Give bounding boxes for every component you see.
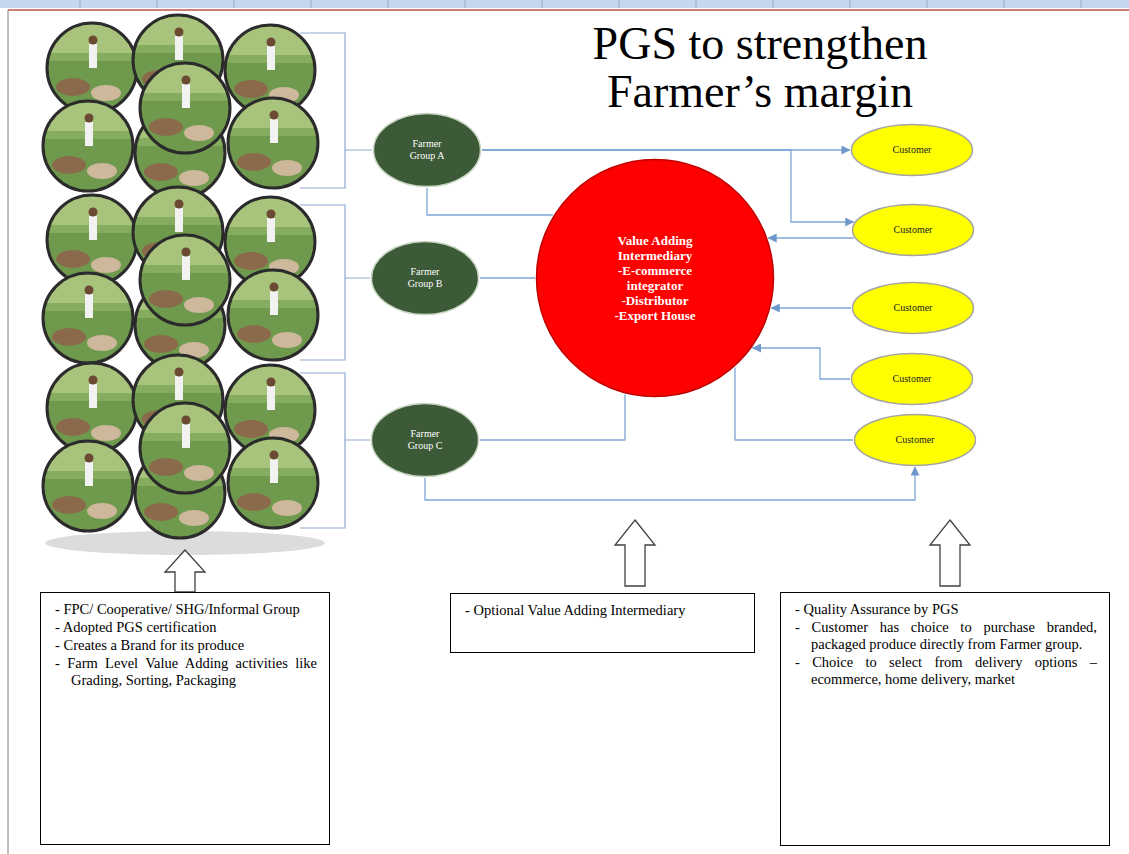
farmer-group-ellipse: Farmer Group A (372, 112, 482, 188)
farm-photo-cluster (43, 15, 318, 198)
customer-ellipse: Customer (851, 203, 975, 257)
frame-line (8, 10, 9, 854)
hollow-up-arrow (165, 520, 970, 592)
node-text: - Creates a Brand for its produce (55, 637, 317, 654)
connector (768, 237, 854, 238)
text-group: Customer (896, 434, 935, 446)
shape-fill (374, 114, 481, 187)
node-text: - Customer has choice to purchase brande… (795, 619, 1097, 653)
shape-fill (537, 160, 774, 397)
shape-fill (855, 415, 976, 466)
note-box: - Quality Assurance by PGS- Customer has… (780, 592, 1110, 846)
connector (425, 467, 915, 500)
connector (771, 307, 851, 308)
node-text: - FPC/ Cooperative/ SHG/Informal Group (55, 601, 317, 618)
node-text: -Distributor (599, 293, 711, 308)
node-text: -Export House (599, 308, 711, 323)
node-text: Customer (893, 373, 932, 385)
ruler-band (0, 0, 1129, 8)
text-group: - Quality Assurance by PGS- Customer has… (781, 593, 1109, 695)
node-text: - Farm Level Value Adding activities lik… (55, 655, 317, 689)
customer-ellipse: Customer (853, 413, 977, 467)
node-text: Customer (894, 302, 933, 314)
node-text: Farmer Group A (405, 138, 449, 162)
node-text: Farmer Group C (403, 428, 447, 452)
shape-fill (372, 404, 479, 477)
text-group: - Optional Value Adding Intermediary (451, 594, 754, 626)
shape-fill (852, 354, 973, 405)
farm-photo-cluster (43, 355, 318, 538)
text-group: Customer (894, 224, 933, 236)
text-group: Customer (893, 373, 932, 385)
text-group: - FPC/ Cooperative/ SHG/Informal Group- … (41, 593, 329, 696)
connector (480, 277, 535, 278)
frame-line (8, 9, 1129, 11)
note-box: - FPC/ Cooperative/ SHG/Informal Group- … (40, 592, 330, 845)
node-text: Customer (894, 224, 933, 236)
node-text: - Adopted PGS certification (55, 619, 317, 636)
farmer-group-ellipse: Farmer Group C (370, 402, 480, 478)
bracket (300, 33, 372, 528)
connector (427, 188, 553, 215)
shape-fill (372, 242, 479, 315)
ruler-ticks (80, 0, 1081, 8)
node-text: - Optional Value Adding Intermediary (465, 602, 742, 619)
shape-fill (852, 125, 973, 176)
shape-fill (853, 205, 974, 256)
customer-ellipse: Customer (850, 123, 974, 177)
node-text: - Quality Assurance by PGS (795, 601, 1097, 618)
customer-ellipse: Customer (850, 352, 974, 406)
text-group: Value Adding Intermediary-E-commerce int… (599, 233, 711, 323)
node-text: - Choice to select from delivery options… (795, 654, 1097, 688)
text-group: Farmer Group C (403, 428, 447, 452)
text-group: Customer (893, 144, 932, 156)
node-text: -E-commerce integrator (599, 263, 711, 293)
node-text: Customer (896, 434, 935, 446)
shape-fill (853, 283, 974, 334)
node-text: Customer (893, 144, 932, 156)
node-text: Farmer Group B (403, 266, 447, 290)
text-group: Farmer Group B (403, 266, 447, 290)
text-group: Customer (894, 302, 933, 314)
farmer-group-ellipse: Farmer Group B (370, 240, 480, 316)
connector (752, 348, 850, 379)
customer-ellipse: Customer (851, 281, 975, 335)
connector (480, 394, 625, 440)
node-text: Value Adding Intermediary (599, 233, 711, 263)
connector (735, 367, 853, 440)
diagram-title: PGS to strengthen Farmer’s margin (545, 20, 975, 116)
farm-photo-cluster (43, 187, 318, 370)
note-box: - Optional Value Adding Intermediary (450, 593, 755, 653)
text-group: Farmer Group A (405, 138, 449, 162)
intermediary-circle: Value Adding Intermediary-E-commerce int… (535, 158, 775, 398)
